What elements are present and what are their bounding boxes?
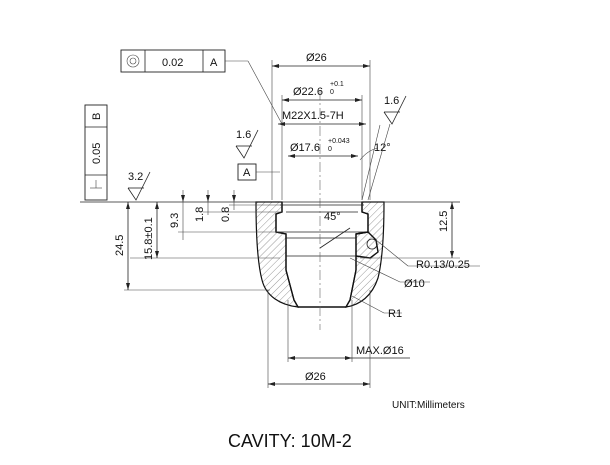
perpendicularity-icon [90, 180, 102, 189]
d10-label: Ø10 [404, 278, 425, 290]
dim-15-8: 15.8±0.1 [143, 202, 159, 260]
dim-24-5: 24.5 [114, 202, 130, 290]
tolerance-frame: 0.02 A [120, 49, 283, 125]
unit-note: UNIT:Millimeters [392, 400, 465, 411]
callout-r013: R0.13/0.25 [375, 239, 480, 271]
dim-angle-12: 12° [359, 124, 391, 201]
dim-0-8: 0.8 [220, 190, 282, 222]
d22-6-tol-upper: +0.1 [330, 81, 344, 88]
r1-label: R1 [388, 308, 402, 320]
surface-finish-mid: 1.6 [235, 129, 259, 159]
flatness-value: 0.05 [91, 143, 103, 164]
h9-3-label: 9.3 [169, 213, 181, 228]
surface-finish-left: 3.2 [127, 171, 151, 201]
d17-6-tol-upper: +0.043 [328, 138, 350, 145]
datum-a-box: A [237, 163, 280, 181]
r013-label: R0.13/0.25 [416, 259, 470, 271]
angle-45-label: 45° [324, 211, 341, 223]
angle-12-label: 12° [374, 142, 391, 154]
callout-r1: R1 [351, 295, 402, 320]
tolerance-value: 0.02 [162, 57, 183, 69]
concentricity-icon [126, 54, 140, 68]
h1-8-label: 1.8 [194, 207, 206, 222]
surface-finish-right: 1.6 [367, 95, 407, 201]
finish-left-value: 3.2 [128, 171, 143, 183]
h12-5-label: 12.5 [438, 211, 450, 232]
h24-5-label: 24.5 [114, 235, 126, 256]
dim-1-8: 1.8 [194, 190, 282, 222]
dim-d26-bottom: Ø26 [267, 290, 371, 388]
max-d16-label: MAX.Ø16 [356, 345, 404, 357]
flatness-datum: B [91, 113, 103, 120]
d22-6-label: Ø22.6 [293, 86, 323, 98]
perpendicularity-frame: B 0.05 [84, 104, 108, 201]
d26-bottom-label: Ø26 [305, 371, 326, 383]
drawing-title: CAVITY: 10M-2 [228, 431, 352, 451]
d17-6-tol-lower: 0 [328, 146, 332, 153]
tolerance-datum: A [210, 57, 218, 69]
thread-label: M22X1.5-7H [282, 110, 344, 122]
part-section [255, 201, 385, 308]
dim-d17-6: Ø17.6 +0.043 0 [288, 138, 358, 158]
h0-8-label: 0.8 [220, 207, 232, 222]
dim-thread: M22X1.5-7H [278, 110, 366, 126]
d22-6-tol-lower: 0 [330, 89, 334, 96]
dim-d22-6: Ø22.6 +0.1 0 [281, 81, 363, 200]
finish-mid-value: 1.6 [236, 129, 251, 141]
finish-right-value: 1.6 [384, 95, 399, 107]
dim-d26-top: Ø26 [271, 52, 371, 200]
callout-d10: Ø10 [349, 257, 430, 290]
d26-top-label: Ø26 [306, 52, 327, 64]
d17-6-label: Ø17.6 [290, 142, 320, 154]
dim-max-d16: MAX.Ø16 [287, 300, 410, 362]
dim-9-3: 9.3 [169, 190, 280, 240]
h15-8-label: 15.8±0.1 [143, 217, 155, 260]
dim-12-5: 12.5 [438, 202, 454, 258]
datum-a-label: A [243, 167, 251, 179]
